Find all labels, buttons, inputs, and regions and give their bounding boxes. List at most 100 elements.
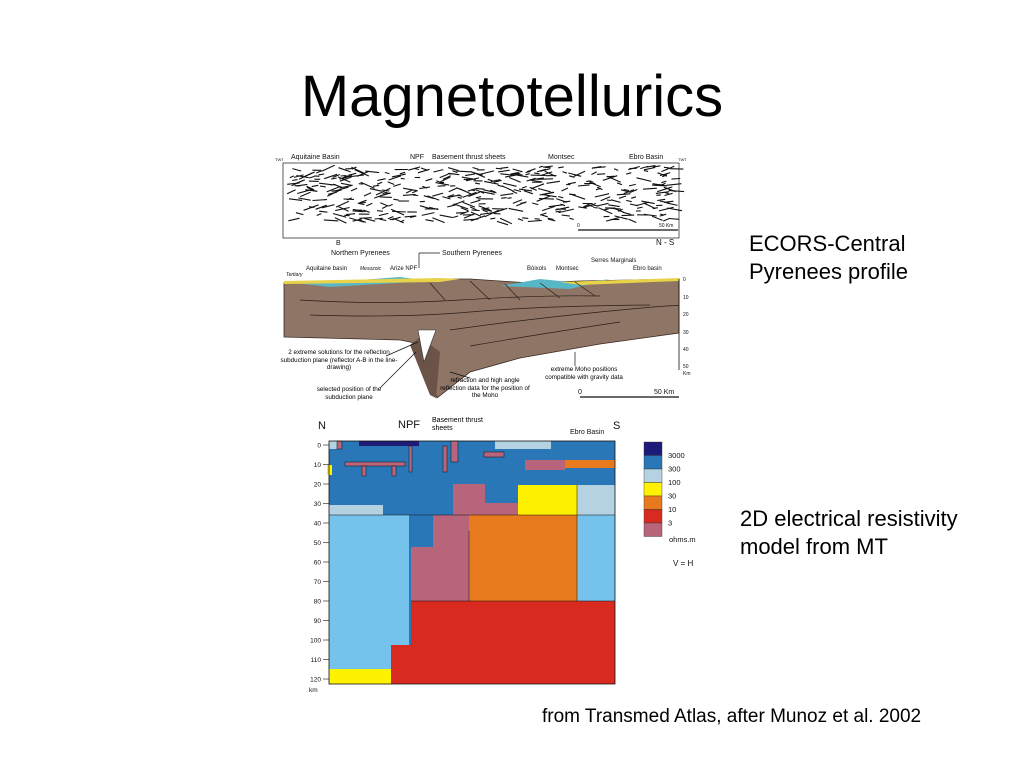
legend-label: 300 xyxy=(668,465,681,474)
seismic-reflector xyxy=(470,171,486,178)
seismic-reflector xyxy=(600,196,611,202)
seismic-reflector xyxy=(359,217,372,219)
seismic-reflector xyxy=(399,171,406,175)
legend-unit: ohms.m xyxy=(669,535,696,544)
legend-swatch xyxy=(643,441,663,456)
label-mesozoic: Mesozoic xyxy=(360,266,382,272)
seismic-reflector xyxy=(538,165,544,168)
legend-swatch xyxy=(643,468,663,483)
seismic-reflector xyxy=(439,173,449,179)
seismic-reflector xyxy=(583,203,591,208)
seismic-reflector xyxy=(538,197,555,200)
mt-label-basement-thrust-sheets: Basement thrust sheets xyxy=(432,417,483,432)
cell-orange-small xyxy=(565,460,615,468)
geological-cross-section: Northern Pyrenees Southern Pyrenees Aqui… xyxy=(281,250,691,401)
seismic-reflector xyxy=(499,217,513,225)
seismic-reflector xyxy=(338,167,351,173)
seismic-reflector xyxy=(388,175,402,181)
legend-swatch xyxy=(643,522,663,537)
seismic-reflector xyxy=(500,193,514,196)
source-credit: from Transmed Atlas, after Munoz et al. … xyxy=(542,706,922,727)
seismic-reflector xyxy=(663,166,670,169)
seismic-reflector xyxy=(382,191,388,195)
annotation-refraction-data: refraction and high angle reflection dat… xyxy=(440,377,530,399)
seismic-reflector xyxy=(522,217,529,219)
cs-scale-0: 0 xyxy=(578,389,582,396)
seismic-reflector xyxy=(666,183,682,186)
seismic-reflector xyxy=(405,189,413,194)
seismic-reflector xyxy=(419,186,431,190)
seismic-reflector xyxy=(539,212,547,216)
seismic-reflector xyxy=(408,166,421,171)
seismic-reflector xyxy=(377,178,386,182)
cs-depth-0: 0 xyxy=(683,277,686,283)
seismic-reflector xyxy=(534,218,540,220)
seismic-reflector xyxy=(429,206,439,211)
label-aquitaine-basin-unit: Aquitaine basin xyxy=(306,266,347,272)
seismic-reflector xyxy=(515,173,523,176)
cell-conductive-body xyxy=(411,484,518,601)
seismic-reflector xyxy=(622,211,632,216)
seismic-reflector xyxy=(374,217,383,220)
seismic-reflector xyxy=(625,172,632,175)
mt-depth-tick-label: 10 xyxy=(314,462,322,469)
seismic-reflector xyxy=(529,186,537,191)
seismic-reflector xyxy=(659,172,671,177)
seismic-reflector xyxy=(503,182,517,187)
seismic-reflector xyxy=(636,201,650,207)
mt-depth-tick-label: 0 xyxy=(317,443,321,450)
seismic-reflector xyxy=(436,180,444,185)
seismic-reflector xyxy=(536,195,550,202)
seismic-reflector xyxy=(547,218,556,222)
seismic-reflector xyxy=(308,175,315,179)
seismic-reflector xyxy=(298,197,311,201)
seismic-reflector xyxy=(534,172,540,175)
seismic-reflector xyxy=(643,169,649,172)
seismic-reflector xyxy=(606,199,612,202)
seismic-reflector xyxy=(364,217,376,222)
seismic-reflector xyxy=(376,210,383,212)
seismic-reflector xyxy=(425,219,434,222)
cell-light-north xyxy=(329,515,409,669)
annotation-selected-position: selected position of the subduction plan… xyxy=(316,386,382,401)
seismic-reflector xyxy=(558,166,564,169)
twt-right: TWT xyxy=(678,157,687,162)
seismic-reflector xyxy=(521,185,527,189)
seismic-reflector xyxy=(525,171,531,174)
seismic-reflector xyxy=(376,181,383,185)
seismic-reflector xyxy=(495,167,502,170)
seismic-reflector xyxy=(384,171,390,175)
mt-depth-tick-label: 80 xyxy=(314,599,322,606)
seismic-reflector xyxy=(381,189,390,192)
seismic-reflector xyxy=(568,175,575,178)
label-ebro-basin: Ebro Basin xyxy=(629,154,663,161)
seismic-reflector xyxy=(527,219,542,223)
seismic-reflector xyxy=(628,218,637,224)
caption-ecors: ECORS-Central Pyrenees profile xyxy=(749,231,908,284)
seismic-reflector xyxy=(667,207,683,212)
legend-swatch xyxy=(643,482,663,497)
seismic-reflector xyxy=(339,184,353,189)
seismic-reflector xyxy=(480,211,495,215)
seismic-reflector xyxy=(470,215,486,222)
seismic-reflector xyxy=(337,176,351,183)
seismic-reflector xyxy=(315,204,327,210)
seismic-reflector xyxy=(288,217,300,222)
seismic-reflector xyxy=(321,204,335,209)
seismic-reflector xyxy=(616,182,623,186)
label-arize-npf: Arize NPF xyxy=(390,266,418,272)
seismic-reflector xyxy=(554,206,570,211)
seismic-reflector xyxy=(655,191,670,194)
seismic-reflector xyxy=(541,214,548,218)
seismic-reflector xyxy=(339,176,352,182)
seismic-reflector xyxy=(447,167,459,172)
seismic-reflector xyxy=(558,195,564,199)
seismic-reflector xyxy=(668,217,680,220)
seismic-reflector xyxy=(319,210,328,213)
seismic-reflector xyxy=(375,187,391,196)
seismic-reflector xyxy=(508,207,524,212)
seismic-reflector xyxy=(623,188,630,192)
seismic-reflector xyxy=(512,168,523,173)
seismic-reflector xyxy=(617,208,623,212)
seismic-reflector xyxy=(323,219,339,222)
